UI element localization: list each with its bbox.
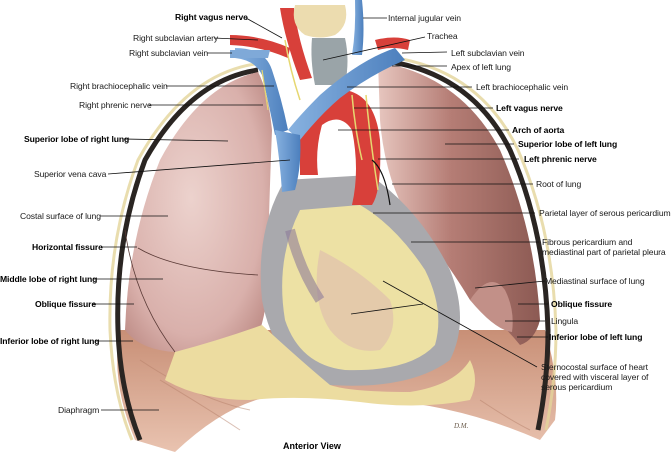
right-subclavian-artery xyxy=(230,35,290,58)
left-vagus-nerve-line xyxy=(351,94,363,161)
label-left-brachiocephalic-vein: Left brachiocephalic vein xyxy=(476,82,569,92)
label-left-vagus-nerve: Left vagus nerve xyxy=(496,103,563,113)
left-pleura-edge xyxy=(377,57,551,431)
label-superior-lobe-left-lung: Superior lobe of left lung xyxy=(518,139,618,149)
label-superior-vena-cava: Superior vena cava xyxy=(34,169,107,179)
label-right-subclavian-artery: Right subclavian artery xyxy=(133,33,219,43)
left-phrenic-nerve-line xyxy=(365,94,379,191)
label-apex-of-left-lung: Apex of left lung xyxy=(451,62,511,72)
label-middle-lobe-right-lung: Middle lobe of right lung xyxy=(0,274,98,284)
left-brachiocephalic-vein xyxy=(288,48,405,140)
label-diaphragm: Diaphragm xyxy=(58,405,100,415)
figure-caption: Anterior View xyxy=(283,441,341,451)
label-root-of-lung: Root of lung xyxy=(536,179,582,189)
oblique-fissure-right-line xyxy=(124,229,176,353)
label-sternocostal-surface-of-heart: Sternocostal surface of heart covered wi… xyxy=(541,362,649,392)
right-phrenic-nerve-line xyxy=(261,69,269,111)
label-inferior-lobe-right-lung: Inferior lobe of right lung xyxy=(0,336,100,346)
label-arch-of-aorta: Arch of aorta xyxy=(512,125,565,135)
label-horizontal-fissure: Horizontal fissure xyxy=(32,242,103,252)
label-right-subclavian-vein: Right subclavian vein xyxy=(129,48,209,58)
right-subclavian-vein xyxy=(230,50,270,58)
right-lung xyxy=(125,72,272,352)
artist-signature: D.M. xyxy=(454,422,469,430)
leader-lines-right xyxy=(322,17,548,368)
leader-lines-left xyxy=(92,17,291,411)
root-of-lung-line xyxy=(371,159,391,206)
label-lingula: Lingula xyxy=(551,316,579,326)
common-carotid-artery xyxy=(280,8,312,80)
label-left-phrenic-nerve: Left phrenic nerve xyxy=(524,154,597,164)
left-lung xyxy=(378,62,540,345)
lingula xyxy=(470,282,513,332)
label-right-vagus-nerve: Right vagus nerve xyxy=(175,12,248,22)
label-oblique-fissure-right: Oblique fissure xyxy=(35,299,97,309)
aorta xyxy=(300,90,381,205)
label-mediastinal-surface-of-lung: Mediastinal surface of lung xyxy=(545,276,645,286)
internal-jugular-vein xyxy=(352,0,364,55)
pericardial-fat xyxy=(165,325,475,406)
trachea xyxy=(311,38,348,85)
thyroid xyxy=(293,5,347,38)
superior-vena-cava xyxy=(275,130,301,192)
label-parietal-layer-serous-pericardium: Parietal layer of serous pericardium xyxy=(539,208,671,218)
right-vagus-nerve-line xyxy=(284,39,301,101)
label-right-brachiocephalic-vein: Right brachiocephalic vein xyxy=(70,81,168,91)
label-costal-surface-of-lung: Costal surface of lung xyxy=(20,211,101,221)
label-inferior-lobe-left-lung: Inferior lobe of left lung xyxy=(549,332,643,342)
left-subclavian-artery xyxy=(375,37,410,50)
right-brachiocephalic-vein xyxy=(235,48,288,135)
label-left-subclavian-vein: Left subclavian vein xyxy=(451,48,525,58)
label-right-phrenic-nerve: Right phrenic nerve xyxy=(79,100,152,110)
label-internal-jugular-vein: Internal jugular vein xyxy=(388,13,461,23)
label-oblique-fissure-left: Oblique fissure xyxy=(551,299,613,309)
label-trachea: Trachea xyxy=(427,31,458,41)
label-fibrous-pericardium: Fibrous pericardium and mediastinal part… xyxy=(542,237,666,257)
label-superior-lobe-right-lung: Superior lobe of right lung xyxy=(24,134,130,144)
horizontal-fissure-line xyxy=(137,247,259,276)
